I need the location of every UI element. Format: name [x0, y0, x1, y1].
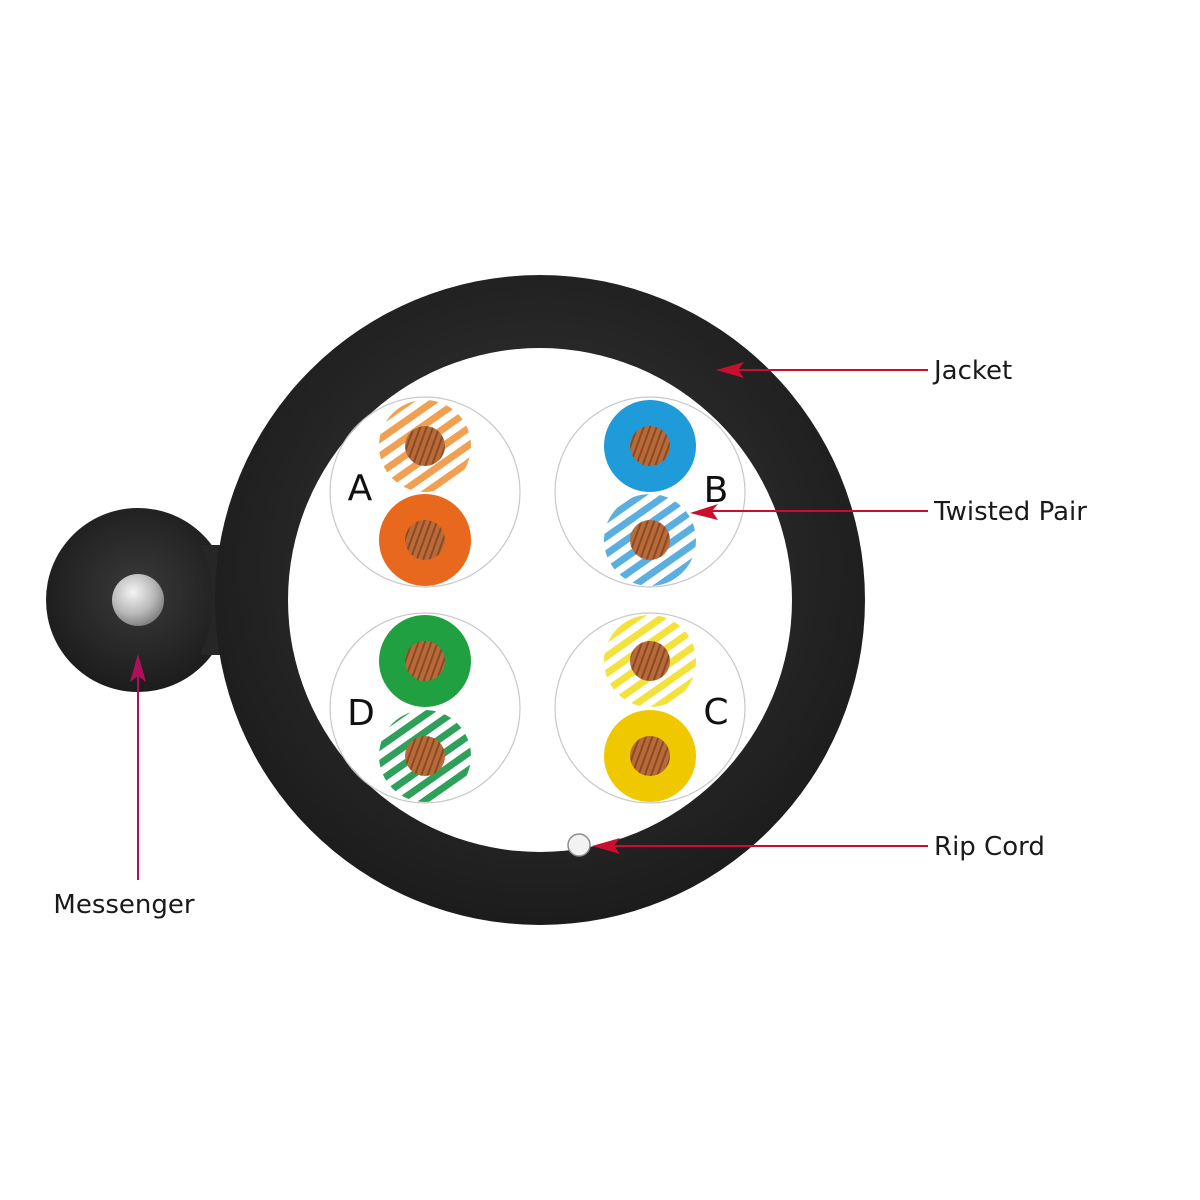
pair-a-boundary — [329, 396, 521, 588]
copper-core — [405, 736, 445, 776]
pair-c-boundary — [554, 612, 746, 804]
callout-rip-cord: Rip Cord — [592, 832, 1045, 862]
jacket-label: Jacket — [932, 356, 1012, 386]
pair-c: C — [554, 612, 746, 804]
pair-d-letter: D — [347, 693, 375, 734]
messenger-wire — [112, 574, 164, 626]
copper-core — [405, 426, 445, 466]
twisted-pair-label: Twisted Pair — [933, 497, 1087, 527]
messenger-label: Messenger — [53, 890, 194, 920]
copper-core — [405, 520, 445, 560]
copper-core — [630, 520, 670, 560]
pair-d-boundary — [329, 612, 521, 804]
copper-core — [630, 641, 670, 681]
pair-a: A — [329, 396, 521, 588]
pair-b-boundary — [554, 396, 746, 588]
pair-a-letter: A — [348, 468, 373, 509]
pair-d: D — [329, 612, 521, 804]
callout-twisted-pair: Twisted Pair — [690, 497, 1087, 527]
rip-cord-label: Rip Cord — [934, 832, 1045, 862]
pair-b-letter: B — [704, 470, 729, 511]
arrowhead-icon — [690, 504, 718, 520]
jacket — [215, 275, 865, 925]
arrowhead-icon — [592, 838, 620, 854]
copper-core — [630, 426, 670, 466]
arrowhead-icon — [716, 362, 744, 378]
callout-messenger: Messenger — [53, 654, 195, 920]
copper-core — [630, 736, 670, 776]
arrowhead-icon — [130, 654, 146, 682]
pair-b: B — [554, 396, 746, 588]
callout-jacket: Jacket — [716, 356, 1012, 386]
copper-core — [405, 641, 445, 681]
rip-cord — [567, 833, 591, 857]
pair-c-letter: C — [703, 692, 728, 733]
messenger-lobe — [46, 508, 230, 692]
